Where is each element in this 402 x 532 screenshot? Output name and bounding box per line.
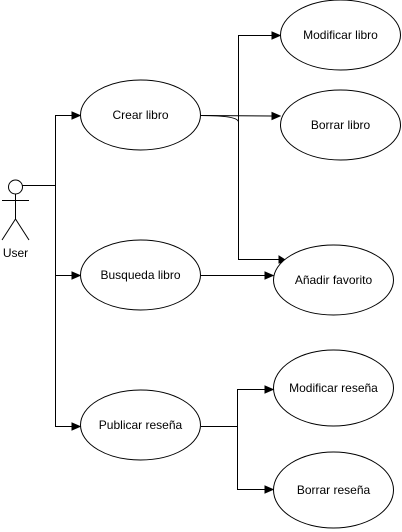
use-case-label-borrar-libro: Borrar libro <box>311 118 371 132</box>
use-case-ellipse <box>80 79 201 151</box>
actor-head <box>8 179 23 195</box>
arrowhead-anadir-favorito-2 <box>264 271 275 280</box>
arrowhead-crear-libro <box>71 111 82 120</box>
use-case-ellipse <box>273 349 394 427</box>
use-case-ellipse <box>273 451 394 529</box>
arrowhead-publicar-resena <box>71 422 82 431</box>
use-case-ellipse <box>280 89 401 161</box>
edge-publicar-resena-trunk <box>201 389 238 490</box>
arrowhead-modificar-libro <box>271 31 282 40</box>
arrowhead-borrar-libro <box>271 111 282 121</box>
use-case-label-crear-libro: Crear libro <box>112 108 168 122</box>
use-case-ellipse <box>80 389 201 461</box>
arrowhead-modificar-resena <box>264 385 275 394</box>
use-case-label-borrar-resena: Borrar reseña <box>297 483 371 497</box>
edge-crear-libro-trunk <box>200 36 239 260</box>
use-case-crear-libro: Crear libro <box>80 79 201 151</box>
use-case-ellipse <box>273 244 394 316</box>
use-case-busqueda-libro: Busqueda libro <box>80 239 201 311</box>
connectors <box>22 31 289 494</box>
use-case-label-publicar-resena: Publicar reseña <box>99 418 183 432</box>
use-case-label-anadir-favorito: Añadir favorito <box>295 273 373 287</box>
use-case-ellipse <box>80 239 201 311</box>
use-case-label-busqueda-libro: Busqueda libro <box>100 268 180 282</box>
use-case-label-modificar-libro: Modificar libro <box>303 28 378 42</box>
use-case-anadir-favorito: Añadir favorito <box>273 244 394 316</box>
arrowhead-busqueda-libro <box>71 271 82 280</box>
actor-label: User <box>3 246 28 260</box>
arrowhead-borrar-resena <box>264 485 275 494</box>
use-case-borrar-resena: Borrar reseña <box>273 451 394 529</box>
use-case-ellipse <box>280 0 401 71</box>
actor-body <box>1 194 30 241</box>
edge-actor-trunk <box>22 115 56 426</box>
use-case-label-modificar-resena: Modificar reseña <box>289 381 378 395</box>
use-case-modificar-libro: Modificar libro <box>280 0 401 71</box>
use-case-publicar-resena: Publicar reseña <box>80 389 201 461</box>
use-case-modificar-resena: Modificar reseña <box>273 349 394 427</box>
use-case-borrar-libro: Borrar libro <box>280 89 401 161</box>
actor-user: User <box>1 179 30 260</box>
